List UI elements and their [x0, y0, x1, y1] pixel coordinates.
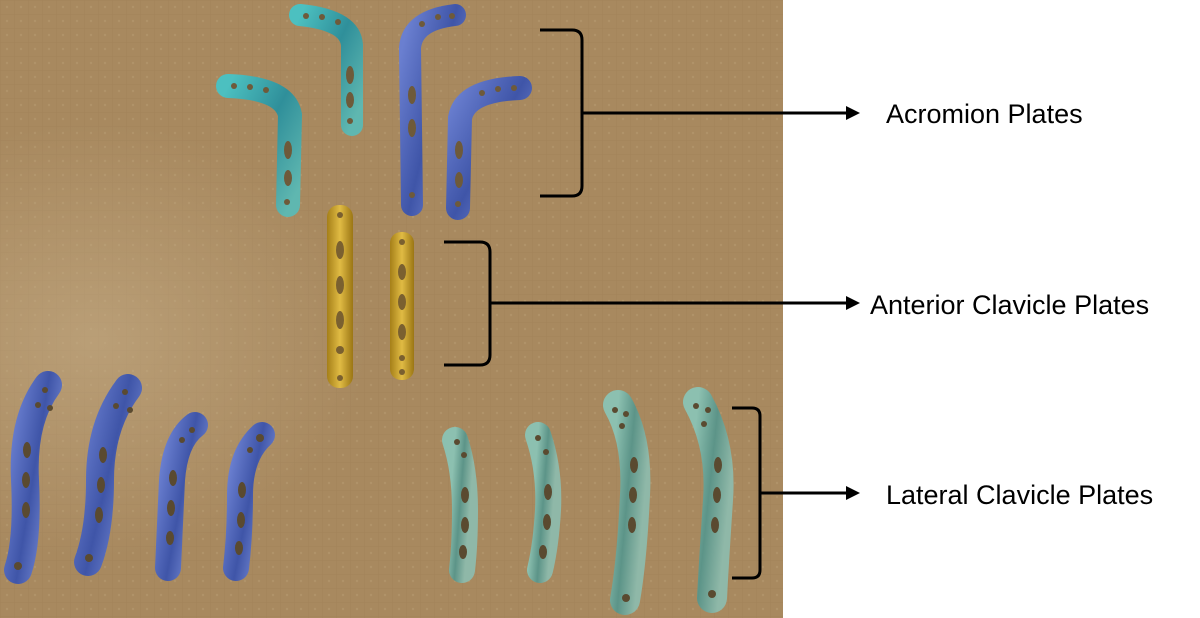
lateral-plate-green-2 — [525, 422, 562, 583]
anterior-plate-2 — [390, 232, 414, 380]
acromion-plates-label: Acromion Plates — [886, 99, 1083, 129]
lateral-plate-blue-3 — [155, 412, 208, 581]
acromion-arrow-head — [846, 106, 860, 120]
acromion-plate-3 — [216, 74, 303, 217]
lateral-plate-blue-4 — [223, 422, 275, 581]
acromion-bracket — [540, 28, 584, 198]
acromion-plate-1 — [289, 4, 363, 136]
anterior-plate-1 — [327, 205, 353, 388]
acromion-plate-4 — [446, 76, 532, 220]
implant-photo — [0, 0, 783, 618]
acromion-plate-2 — [398, 4, 466, 216]
lateral-plate-green-3 — [603, 390, 651, 615]
lateral-plate-green-1 — [442, 427, 479, 583]
lateral-bracket — [732, 406, 762, 580]
anterior-arrow-head — [846, 296, 860, 310]
anterior-bracket — [444, 240, 492, 367]
lateral-plate-blue-1 — [4, 371, 62, 584]
lateral-plate-blue-2 — [74, 374, 142, 576]
lateral-plate-green-4 — [683, 387, 734, 613]
anterior-clavicle-plates-label: Anterior Clavicle Plates — [870, 290, 1150, 320]
lateral-arrow-head — [846, 486, 860, 500]
lateral-clavicle-plates-label: Lateral Clavicle Plates — [886, 480, 1154, 510]
